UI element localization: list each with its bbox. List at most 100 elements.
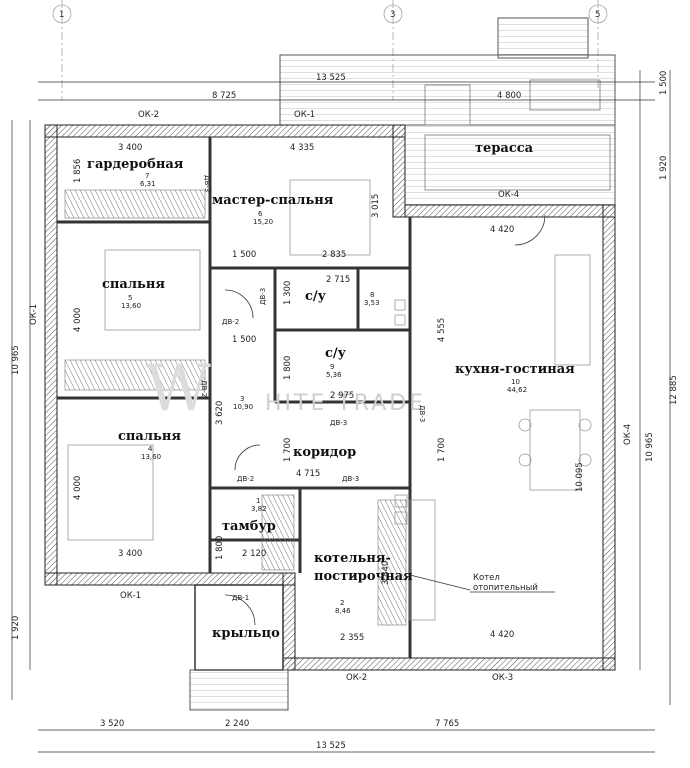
room-master-num: 6	[258, 210, 263, 218]
terrace-deck	[279, 17, 616, 206]
dim-1700-b: 1 700	[437, 438, 447, 462]
watermark-mark: W	[145, 352, 211, 426]
room-boiler-num: 2	[340, 599, 344, 607]
furniture	[67, 179, 592, 621]
exterior-walls	[44, 124, 616, 671]
room-bath1-label: с/у	[305, 289, 327, 304]
dim-bottom-3520: 3 520	[100, 719, 124, 729]
room-vestibule-num: 1	[256, 497, 260, 505]
room-kitchen-area: 44,62	[507, 386, 527, 394]
dim-3015: 3 015	[371, 194, 381, 218]
dim-ok1-bottom: ОК-1	[120, 591, 141, 601]
dim-4000-a: 4 000	[73, 308, 83, 332]
room-bedroom2-label: спальня	[118, 429, 181, 444]
room-wardrobe-label: гардеробная	[87, 157, 184, 172]
grid-marker-5	[588, 4, 608, 24]
dim-right-10965: 10 965	[645, 432, 655, 462]
room-vestibule-area: 3,82	[251, 505, 267, 513]
dim-4335: 4 335	[290, 143, 314, 153]
boiler-leader-line	[409, 574, 471, 591]
room-corridor-label: коридор	[293, 445, 356, 460]
dim-right-12885: 12 885	[669, 375, 679, 405]
door-dv1-entry: ДВ-1	[232, 594, 249, 602]
room-bedroom1-num: 5	[128, 294, 132, 302]
dim-2715: 2 715	[326, 275, 350, 285]
dim-right-ok4: ОК-4	[623, 424, 633, 445]
kitchen-counter	[409, 499, 436, 621]
dim-4715: 4 715	[296, 469, 320, 479]
room-corridor-area: 10,90	[233, 403, 253, 411]
room-boiler-label-1: котельня-	[314, 551, 391, 566]
room-boiler-label-2: постирочная	[314, 569, 413, 584]
dim-4555: 4 555	[437, 318, 447, 342]
porch-area	[189, 584, 289, 711]
room-bath1-num: 8	[370, 291, 374, 299]
room-kitchen-num: 10	[511, 378, 520, 386]
dim-top-right: 4 800	[497, 91, 521, 101]
dim-3620: 3 620	[215, 401, 225, 425]
dim-ok3-bottom: ОК-3	[492, 673, 513, 683]
dim-1300: 1 300	[283, 281, 293, 305]
dimension-lines	[11, 70, 671, 753]
dim-1700-a: 1 700	[283, 438, 293, 462]
room-kitchen-label: кухня-гостиная	[455, 362, 575, 377]
door-dv2-bedroom1: ДВ-2	[222, 318, 239, 326]
dim-4420-top: 4 420	[490, 225, 514, 235]
room-porch-label: крыльцо	[212, 626, 280, 641]
grid-label-5: 5	[595, 10, 600, 20]
dim-ok2-bottom: ОК-2	[346, 673, 367, 683]
dim-3400-bottom: 3 400	[118, 549, 142, 559]
door-dv2-vestibule: ДВ-2	[237, 475, 254, 483]
door-swings	[224, 214, 546, 626]
sofa	[554, 254, 591, 366]
vestibule-closet	[261, 494, 295, 571]
dim-4000-b: 4 000	[73, 476, 83, 500]
boiler-annotation-2: отопительный	[473, 583, 538, 593]
wardrobe-closet	[64, 189, 206, 219]
dim-1856: 1 856	[73, 159, 83, 183]
door-dv3-kitchen: ДВ-3	[418, 405, 426, 422]
door-dv2-bedroom2: ДВ-2	[200, 380, 208, 397]
dim-ok4-top: ОК-4	[498, 190, 519, 200]
dim-1800-b: 1 800	[215, 536, 225, 560]
dim-10095: 10 095	[575, 462, 585, 492]
room-corridor-num: 3	[240, 395, 244, 403]
room-vestibule-label: тамбур	[222, 519, 276, 534]
door-dv3-bath2: ДВ-3	[330, 419, 347, 427]
dim-bottom-total: 13 525	[316, 741, 346, 751]
dim-1500-a: 1 500	[232, 250, 256, 260]
dim-1800-a: 1 800	[283, 356, 293, 380]
room-wardrobe-area: 6,31	[140, 180, 156, 188]
boiler-annotation-1: Котел	[473, 573, 500, 583]
dim-top-left: 8 725	[212, 91, 236, 101]
dim-right-1500: 1 500	[659, 71, 669, 95]
watermark-text: HITE TRADE	[265, 391, 426, 416]
room-master-label: мастер-спальня	[212, 193, 334, 208]
dining-table	[529, 409, 581, 491]
room-bedroom1-area: 13,60	[121, 302, 141, 310]
room-boiler-area: 8,46	[335, 607, 351, 615]
room-bedroom2-area: 13,60	[141, 453, 161, 461]
dim-bottom-2240: 2 240	[225, 719, 249, 729]
room-bath2-area: 5,36	[326, 371, 342, 379]
room-bedroom1-label: спальня	[102, 277, 165, 292]
bed-2	[67, 444, 154, 541]
grid-label-3: 3	[390, 10, 395, 20]
dim-bottom-7765: 7 765	[435, 719, 459, 729]
room-bedroom2-num: 4	[148, 445, 153, 453]
dim-left-10965: 10 965	[11, 345, 21, 375]
dim-3400-top: 3 400	[118, 143, 142, 153]
dim-3840: 3 840	[381, 561, 391, 585]
grid-marker-1	[52, 4, 72, 24]
dim-4420-bottom: 4 420	[490, 630, 514, 640]
bedroom-closet	[64, 359, 206, 391]
dim-1500-b: 1 500	[232, 335, 256, 345]
room-bath2-label: с/у	[325, 346, 347, 361]
door-dv3-boiler: ДВ-3	[342, 475, 359, 483]
door-dv3-bath1: ДВ-3	[259, 288, 267, 305]
room-terrace-label: терасса	[475, 141, 534, 156]
bed-1	[104, 249, 201, 331]
boiler-closet	[377, 499, 407, 626]
